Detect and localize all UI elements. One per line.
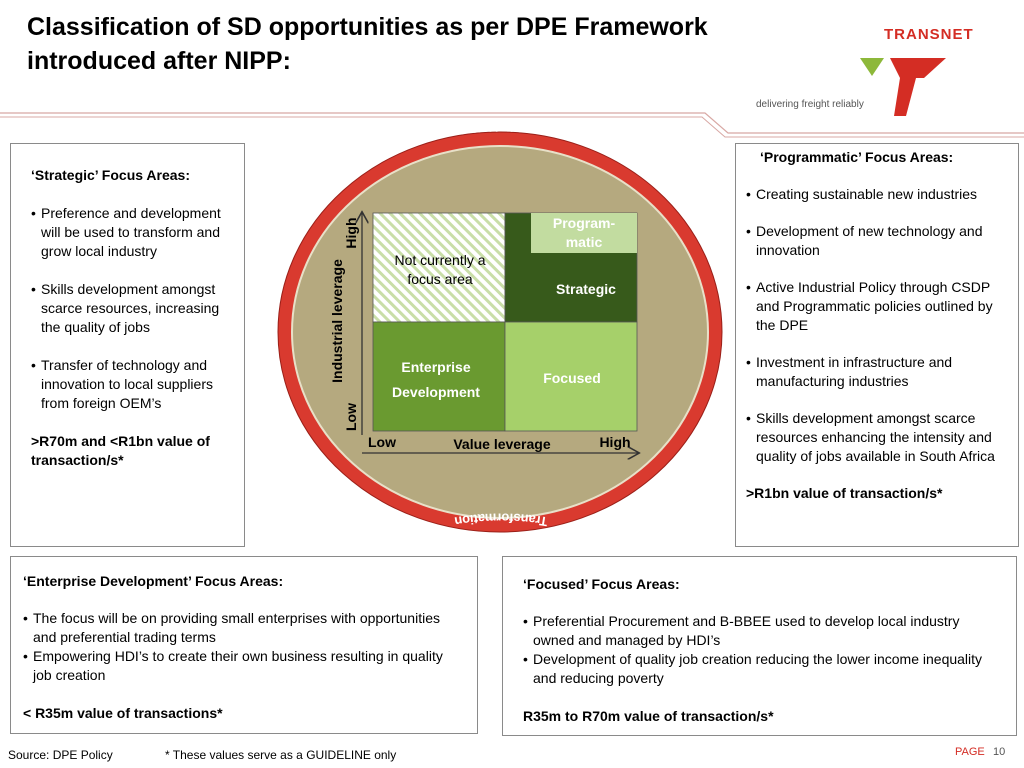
source-note: Source: DPE Policy	[8, 748, 113, 762]
list-item: Skills development amongst scarce resour…	[31, 280, 232, 337]
enterprise-heading: ‘Enterprise Development’ Focus Areas:	[23, 573, 284, 589]
y-axis-low: Low	[343, 403, 359, 431]
ring-label-bottom: Transformation	[453, 510, 548, 529]
list-item: Transfer of technology and innovation to…	[31, 356, 232, 413]
list-item: Development of quality job creation redu…	[523, 650, 1004, 688]
list-item: Creating sustainable new industries	[746, 185, 1008, 204]
list-item: Preferential Procurement and B-BBEE used…	[523, 612, 1004, 650]
cell-label-not-focus: Not currently a focus area	[394, 252, 486, 287]
title-line-1: Classification of SD opportunities as pe…	[27, 13, 708, 41]
page-label: PAGE	[955, 746, 985, 758]
cell-enterprise-development	[372, 321, 506, 432]
strategic-heading: ‘Strategic’ Focus Areas:	[31, 167, 190, 183]
cell-label-strategic: Strategic	[556, 281, 616, 297]
enterprise-development-box: ‘Enterprise Development’ Focus Areas: Th…	[10, 556, 478, 734]
strategic-list: Preference and development will be used …	[31, 204, 232, 413]
programmatic-list: Creating sustainable new industries Deve…	[746, 185, 1008, 466]
focused-list: Preferential Procurement and B-BBEE used…	[523, 612, 1004, 688]
enterprise-list: The focus will be on providing small ent…	[23, 609, 465, 685]
x-axis-label: Value leverage	[453, 436, 551, 452]
cell-label-enterprise-development: Enterprise Development	[392, 359, 480, 400]
programmatic-heading: ‘Programmatic’ Focus Areas:	[760, 149, 954, 165]
logo-mark-icon	[860, 58, 946, 116]
programmatic-value-range: >R1bn value of transaction/s*	[746, 485, 943, 501]
page-title: Classification of SD opportunities as pe…	[27, 10, 827, 78]
list-item: Active Industrial Policy through CSDP an…	[746, 278, 1008, 335]
page-number: 10	[993, 746, 1006, 758]
y-axis-high: High	[343, 217, 359, 248]
title-line-2: introduced after NIPP:	[27, 47, 291, 75]
list-item: The focus will be on providing small ent…	[23, 609, 465, 647]
enterprise-value-range: < R35m value of transactions*	[23, 705, 223, 721]
y-axis-label: Industrial leverage	[329, 259, 345, 383]
ring-label-top: Transformation	[452, 125, 550, 138]
focused-value-range: R35m to R70m value of transaction/s*	[523, 708, 774, 724]
cell-label-programmatic: Program- matic	[552, 215, 616, 250]
dpe-framework-diagram: Transformation Transformation High Low I…	[277, 125, 723, 533]
list-item: Empowering HDI’s to create their own bus…	[23, 647, 465, 685]
list-item: Preference and development will be used …	[31, 204, 232, 261]
cell-focused	[504, 321, 638, 432]
header-divider	[0, 112, 1024, 138]
strategic-focus-box: ‘Strategic’ Focus Areas: Preference and …	[10, 143, 245, 547]
programmatic-focus-box: ‘Programmatic’ Focus Areas: Creating sus…	[735, 143, 1019, 547]
list-item: Investment in infrastructure and manufac…	[746, 353, 1008, 391]
x-axis-high: High	[599, 434, 630, 450]
focused-heading: ‘Focused’ Focus Areas:	[523, 576, 680, 592]
logo-wordmark: TRANSNET	[884, 26, 974, 43]
cell-not-focus	[372, 212, 506, 323]
focused-focus-box: ‘Focused’ Focus Areas: Preferential Proc…	[502, 556, 1017, 736]
x-axis-low: Low	[368, 434, 396, 450]
guideline-note: * These values serve as a GUIDELINE only	[165, 748, 397, 762]
list-item: Skills development amongst scarce resour…	[746, 409, 1008, 466]
cell-label-focused: Focused	[543, 370, 601, 386]
logo-tagline: delivering freight reliably	[756, 99, 864, 110]
list-item: Development of new technology and innova…	[746, 222, 1008, 260]
cell-programmatic	[531, 213, 637, 253]
strategic-value-range: >R70m and <R1bn value of transaction/s*	[31, 433, 210, 468]
